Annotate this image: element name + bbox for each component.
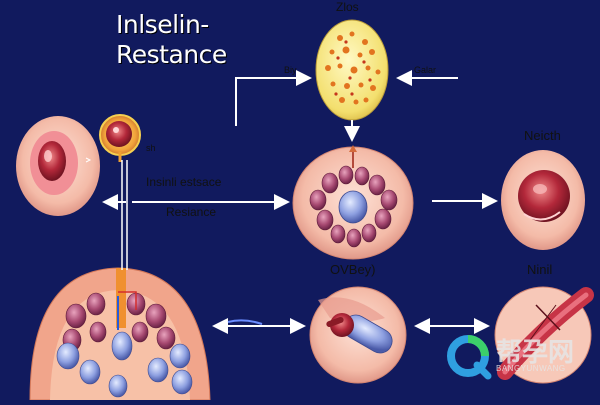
title-line-1: Inlselin- [116, 10, 209, 39]
signal-cell-small [99, 114, 141, 162]
insulin-squiggle [227, 319, 263, 325]
top-left-arrow-label: Biy [284, 65, 297, 75]
receptor-cell-illustration [309, 286, 407, 384]
signal-cell-label: sh [146, 143, 156, 153]
vessel-label: Ninil [527, 262, 553, 277]
fat-cell-label: Zlos [336, 0, 359, 14]
watermark-subtext: BANGYUNWANG [496, 364, 566, 373]
arrow-to-fat-cell [235, 70, 312, 126]
diagram-title: Inlselin- Restance [116, 10, 236, 70]
middle-label-line-1: Insinli estsace [146, 175, 222, 189]
right-cell-label: Neicth [524, 128, 561, 143]
central-cell-illustration [292, 145, 414, 260]
cross-section-cell-left [16, 116, 100, 216]
watermark-logo-icon [447, 335, 492, 380]
tiny-pointer-icon [85, 157, 92, 163]
watermark-text: 帮孕网 [496, 338, 575, 368]
title-line-2: Restance [116, 40, 227, 69]
blood-vessel-illustration [494, 286, 594, 384]
watermark: 帮孕网 BANGYUNWANG [444, 332, 594, 384]
receptor-cell-label: OVBey) [330, 262, 376, 277]
target-cell-right [501, 150, 585, 250]
middle-label-line-2: Resiance [166, 205, 217, 219]
flow-arrows [102, 70, 498, 334]
fat-cell-illustration [315, 19, 389, 121]
top-right-arrow-label: Galar [414, 65, 437, 75]
tissue-cross-section [29, 267, 211, 401]
